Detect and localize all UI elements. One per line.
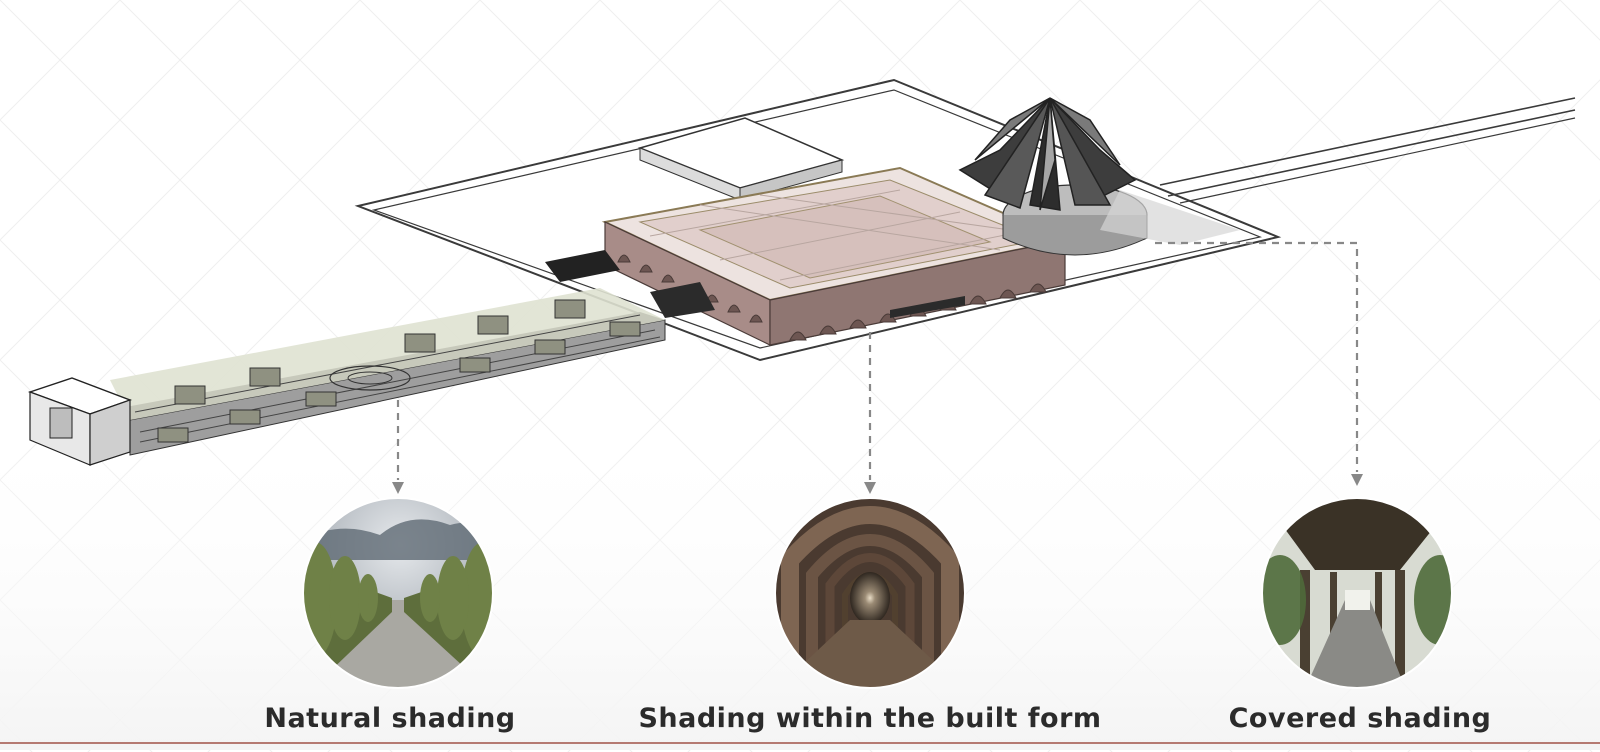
main-building [545,166,1069,346]
covered-shading-caption: Covered shading [1228,703,1492,734]
garden-walkway [27,288,666,466]
photo-frames [302,497,1453,689]
leader-arrowheads [392,474,1363,494]
built-form-shading-caption: Shading within the built form [638,703,1102,734]
dome-pavilion [958,97,1240,256]
bottom-rule [0,742,1600,744]
access-road [1159,97,1576,204]
leader-lines [396,241,1359,480]
rear-block [637,117,845,201]
natural-shading-caption: Natural shading [264,703,516,734]
